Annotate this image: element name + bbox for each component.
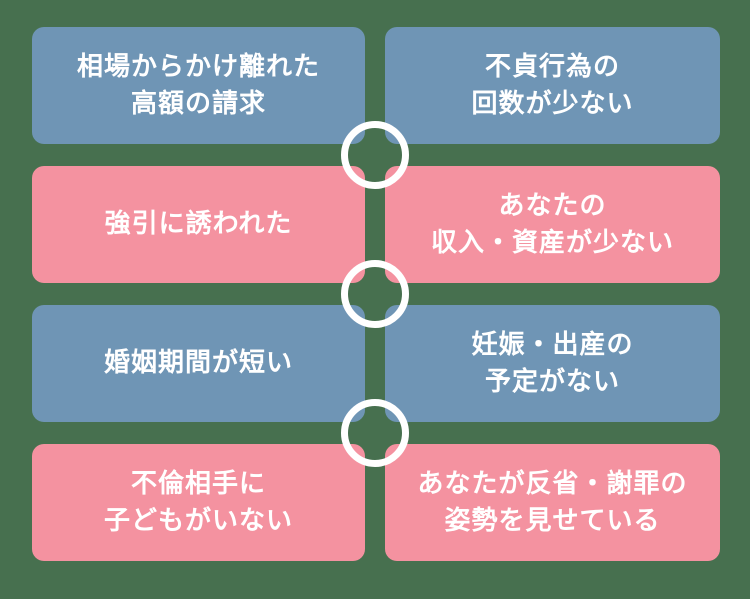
card-no-pregnancy-plans: 妊娠・出産の 予定がない <box>385 305 720 422</box>
card-text-line: 高額の請求 <box>130 88 266 119</box>
card-few-infidelity-acts: 不貞行為の 回数が少ない <box>385 27 720 144</box>
card-text-line: 婚姻期間が短い <box>103 348 293 378</box>
card-text-line: 収入・資産が少ない <box>430 227 674 258</box>
connector-ring-icon <box>341 260 409 328</box>
card-excessive-claim: 相場からかけ離れた 高額の請求 <box>32 27 365 144</box>
card-text-line: 回数が少ない <box>471 88 634 119</box>
card-text-line: 姿勢を見せている <box>444 505 661 536</box>
card-low-income-assets: あなたの 収入・資産が少ない <box>385 166 720 283</box>
card-showing-remorse: あなたが反省・謝罪の 姿勢を見せている <box>385 444 720 561</box>
card-text-line: あなたが反省・謝罪の <box>417 468 688 499</box>
card-forcibly-invited: 強引に誘われた <box>32 166 365 283</box>
card-text-line: 妊娠・出産の <box>471 329 634 360</box>
card-text-line: 予定がない <box>484 366 620 397</box>
card-affair-partner-no-children: 不倫相手に 子どもがいない <box>32 444 365 561</box>
card-text-line: 相場からかけ離れた <box>76 51 320 82</box>
connector-ring-icon <box>341 399 409 467</box>
card-text-line: 不貞行為の <box>484 51 620 82</box>
connector-ring-icon <box>341 121 409 189</box>
card-text-line: 子どもがいない <box>103 505 293 536</box>
card-text-line: 不倫相手に <box>130 468 266 499</box>
card-text-line: あなたの <box>498 190 607 221</box>
card-text-line: 強引に誘われた <box>104 209 293 239</box>
card-short-marriage: 婚姻期間が短い <box>32 305 365 422</box>
